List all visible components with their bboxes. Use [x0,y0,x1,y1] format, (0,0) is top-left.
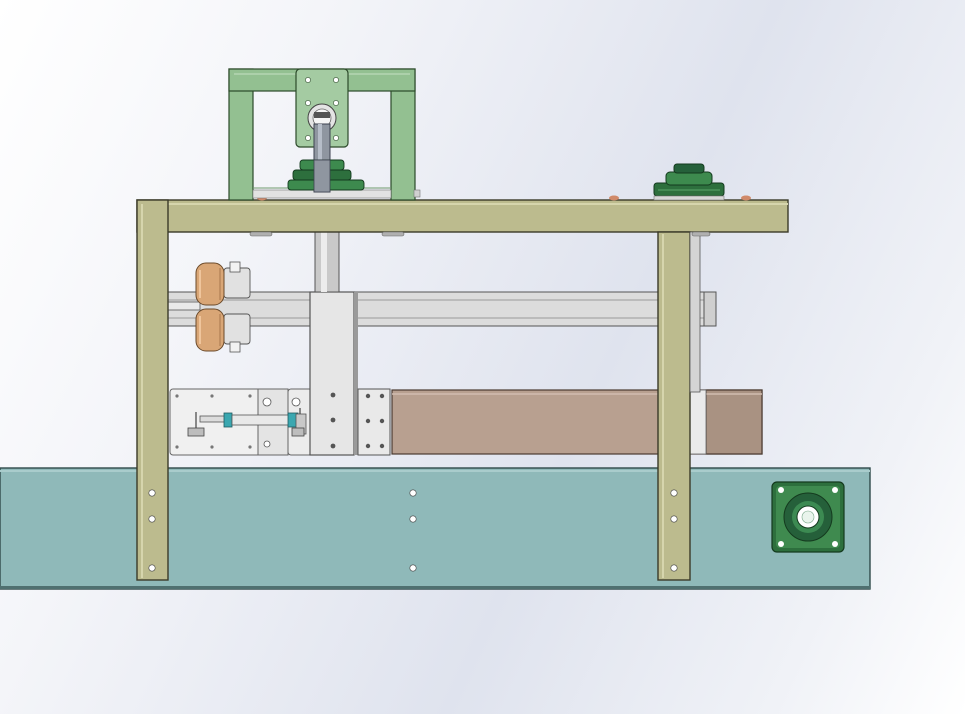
vertical-shaft [314,231,340,293]
flange-bearing-icon [771,481,845,553]
table-frame [136,195,789,581]
carriage-plate [309,291,391,456]
frame-leg-holes [148,489,678,572]
upper-frame [228,68,421,201]
base-plate-holes [409,489,417,572]
air-cylinder-icon [187,408,307,437]
roller-icon [195,261,251,353]
base-plate [0,467,871,590]
gear-stack [287,159,365,193]
guide-rail [164,291,717,327]
pillow-block-icon [653,163,725,201]
slide-block [391,389,763,455]
